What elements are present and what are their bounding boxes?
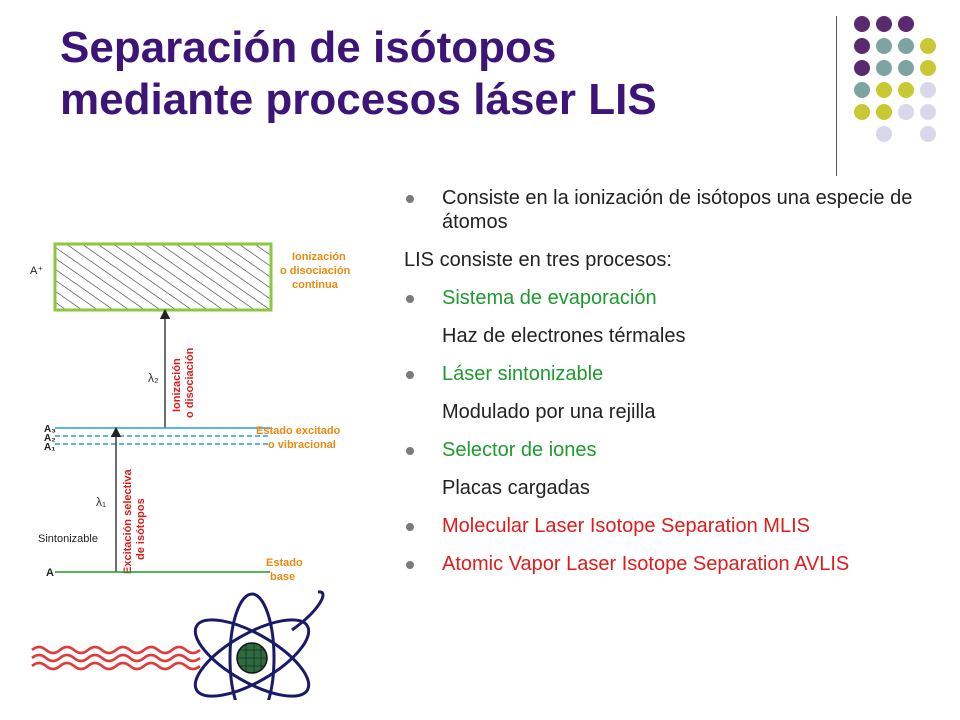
slide-title: Separación de isótopos mediante procesos… [60,22,820,126]
decor-dot [898,60,914,76]
decor-dot-grid [854,16,936,142]
decor-dot [876,104,892,120]
decor-dot [854,60,870,76]
ion-level-label: A⁺ [30,265,43,277]
decor-dot [876,38,892,54]
excited-state-label: Estado excitado o vibracional [256,425,343,451]
sub-line: Haz de electrones térmales [442,325,686,347]
bullet-item: Sistema de evaporación [404,286,944,310]
decor-dot [898,82,914,98]
level-a1-label: A₁ [44,442,55,453]
decor-dot [920,126,936,142]
bullet-item: Molecular Laser Isotope Separation MLIS [404,514,944,538]
bullet-list: Consiste en la ionización de isótopos un… [404,186,944,590]
ionization-continuum-box [53,242,273,312]
decor-dot [876,60,892,76]
slide-title-line-1: Separación de isótopos [60,23,557,72]
decor-dot [854,38,870,54]
bullet-item: Selector de iones [404,438,944,462]
decor-dot [854,104,870,120]
sub-line: Modulado por una rejilla [442,401,656,423]
slide-title-line-2: mediante procesos láser LIS [60,75,657,124]
decor-dot [898,104,914,120]
decor-dot [898,38,914,54]
level-a2-label: A₂ [44,433,56,444]
energy-level-diagram: A⁺ Ionización o disociación continua λ₂ … [30,242,353,700]
bullet-item: Láser sintonizable [404,362,944,386]
decor-dot [876,16,892,32]
bullet-item: Atomic Vapor Laser Isotope Separation AV… [404,552,944,576]
decor-dot [920,104,936,120]
atom-icon [193,590,325,700]
plain-line: LIS consiste en tres procesos: [404,249,672,271]
ground-level-label: A [46,567,54,579]
ionization-label: Ionización o disociación continua [280,251,353,291]
lambda1-label: λ₁ [96,495,106,509]
decor-vertical-line [836,16,837,176]
decor-dot [854,16,870,32]
lambda2-arrow-label: Ionización o disociación [171,347,196,418]
decor-dot [920,82,936,98]
level-a3-label: A₃ [44,424,56,435]
decor-dot [854,82,870,98]
bullet-item: Consiste en la ionización de isótopos un… [404,186,944,234]
wave-decoration [31,645,201,671]
sub-line: Placas cargadas [442,477,590,499]
ground-state-label: Estado base [266,557,306,583]
decor-dot [920,38,936,54]
decor-dot [876,126,892,142]
decor-dot [920,60,936,76]
tunable-label: Sintonizable [38,533,98,545]
decor-dot [898,16,914,32]
decor-dot [876,82,892,98]
lambda2-label: λ₂ [148,371,159,385]
lambda1-arrow-label: Excitación selectiva de isótopos [122,466,147,574]
